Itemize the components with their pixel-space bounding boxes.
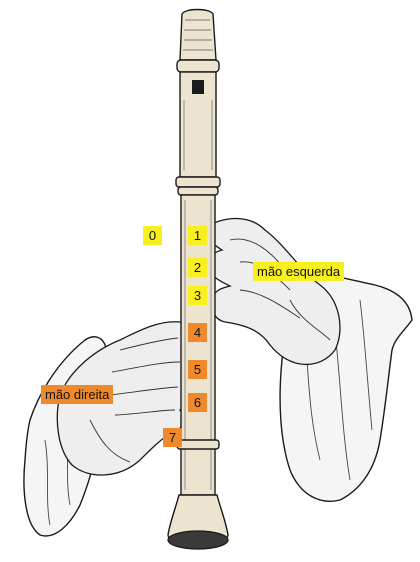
left-hand [205, 218, 340, 364]
hole-0-label: 0 [143, 226, 162, 245]
hole-3-label: 3 [188, 286, 207, 305]
left-hand-label: mão esquerda [253, 262, 344, 281]
hole-4-label: 4 [188, 323, 207, 342]
hole-2-label: 2 [188, 258, 207, 277]
hole-1-label: 1 [188, 226, 207, 245]
right-hand-label: mão direita [41, 385, 113, 404]
hole-7-label: 7 [163, 428, 182, 447]
hole-5-label: 5 [188, 360, 207, 379]
hole-6-label: 6 [188, 393, 207, 412]
